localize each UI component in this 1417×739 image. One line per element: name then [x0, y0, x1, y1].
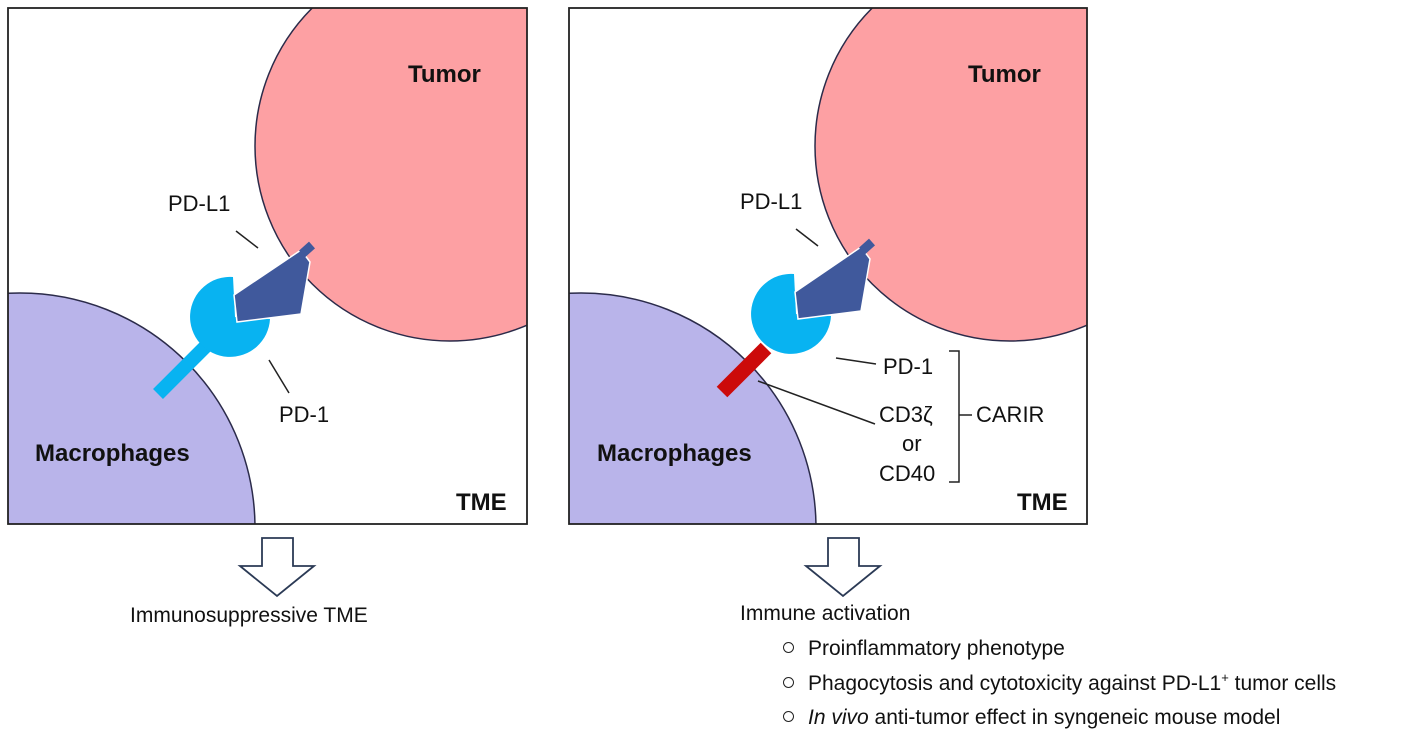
bullet-icon — [783, 710, 794, 722]
outcome-item-text: anti-tumor effect in syngeneic mouse mod… — [868, 706, 1281, 729]
right-cd3z-domain — [716, 342, 772, 398]
right-cd3z-label: CD3ζ — [879, 402, 933, 427]
right-or-label: or — [902, 431, 922, 456]
left-down-arrow — [237, 537, 317, 598]
left-pdl1-ligand — [233, 248, 311, 323]
left-pdl1-leader — [235, 230, 259, 249]
left-pdl1-label: PD-L1 — [168, 191, 230, 216]
outcome-item-in-vivo: In vivo anti-tumor effect in syngeneic m… — [783, 706, 1280, 730]
right-cd3z-leader — [757, 380, 876, 425]
right-panel-frame — [568, 7, 1088, 525]
outcome-item-italic: In vivo — [808, 706, 869, 729]
right-tme-label: TME — [1017, 489, 1068, 516]
outcome-item-superscript: + — [1221, 670, 1229, 685]
left-panel-frame — [7, 7, 528, 525]
right-macrophage-label: Macrophages — [597, 440, 752, 467]
right-tumor-cell — [814, 8, 1087, 342]
right-macrophage-cell — [569, 292, 817, 524]
bullet-icon — [783, 676, 794, 688]
outcome-item-text-after: tumor cells — [1228, 672, 1337, 695]
right-cd40-label: CD40 — [879, 461, 935, 486]
outcome-item-text: Proinflammatory phenotype — [808, 637, 1065, 660]
left-macrophage-cell — [8, 292, 256, 524]
carir-bracket — [949, 350, 972, 483]
left-pd1-leader — [268, 359, 290, 394]
left-tme-label: TME — [456, 489, 507, 516]
carir-label: CARIR — [976, 402, 1044, 427]
right-pdl1-label: PD-L1 — [740, 189, 802, 214]
right-down-arrow — [803, 537, 883, 598]
outcome-item-phagocytosis: Phagocytosis and cytotoxicity against PD… — [783, 670, 1336, 696]
left-tumor-label: Tumor — [408, 61, 481, 88]
right-outcome-title: Immune activation — [740, 602, 910, 625]
left-macrophage-label: Macrophages — [35, 440, 190, 467]
right-pdl1-stalk — [858, 238, 876, 255]
right-pdl1-leader — [795, 228, 819, 247]
outcome-item-text: Phagocytosis and cytotoxicity against PD… — [808, 672, 1222, 695]
left-pdl1-stalk — [298, 241, 316, 258]
left-pd1-label: PD-1 — [279, 402, 329, 427]
left-panel: Tumor Macrophages TME PD-L1 PD-1 Immunos… — [7, 7, 528, 627]
right-pd1-receptor — [751, 273, 831, 354]
right-pd1-label: PD-1 — [883, 354, 933, 379]
left-pd1-receptor — [190, 276, 270, 357]
left-tumor-cell — [254, 8, 527, 342]
right-tumor-label: Tumor — [968, 61, 1041, 88]
left-outcome-text: Immunosuppressive TME — [130, 604, 368, 627]
outcome-item-proinflammatory: Proinflammatory phenotype — [783, 637, 1065, 661]
bullet-icon — [783, 641, 794, 653]
right-pdl1-ligand — [794, 245, 871, 320]
right-pd1-leader — [835, 357, 877, 365]
right-panel: Tumor Macrophages TME PD-L1 PD-1 CD3ζ or… — [568, 7, 1088, 625]
